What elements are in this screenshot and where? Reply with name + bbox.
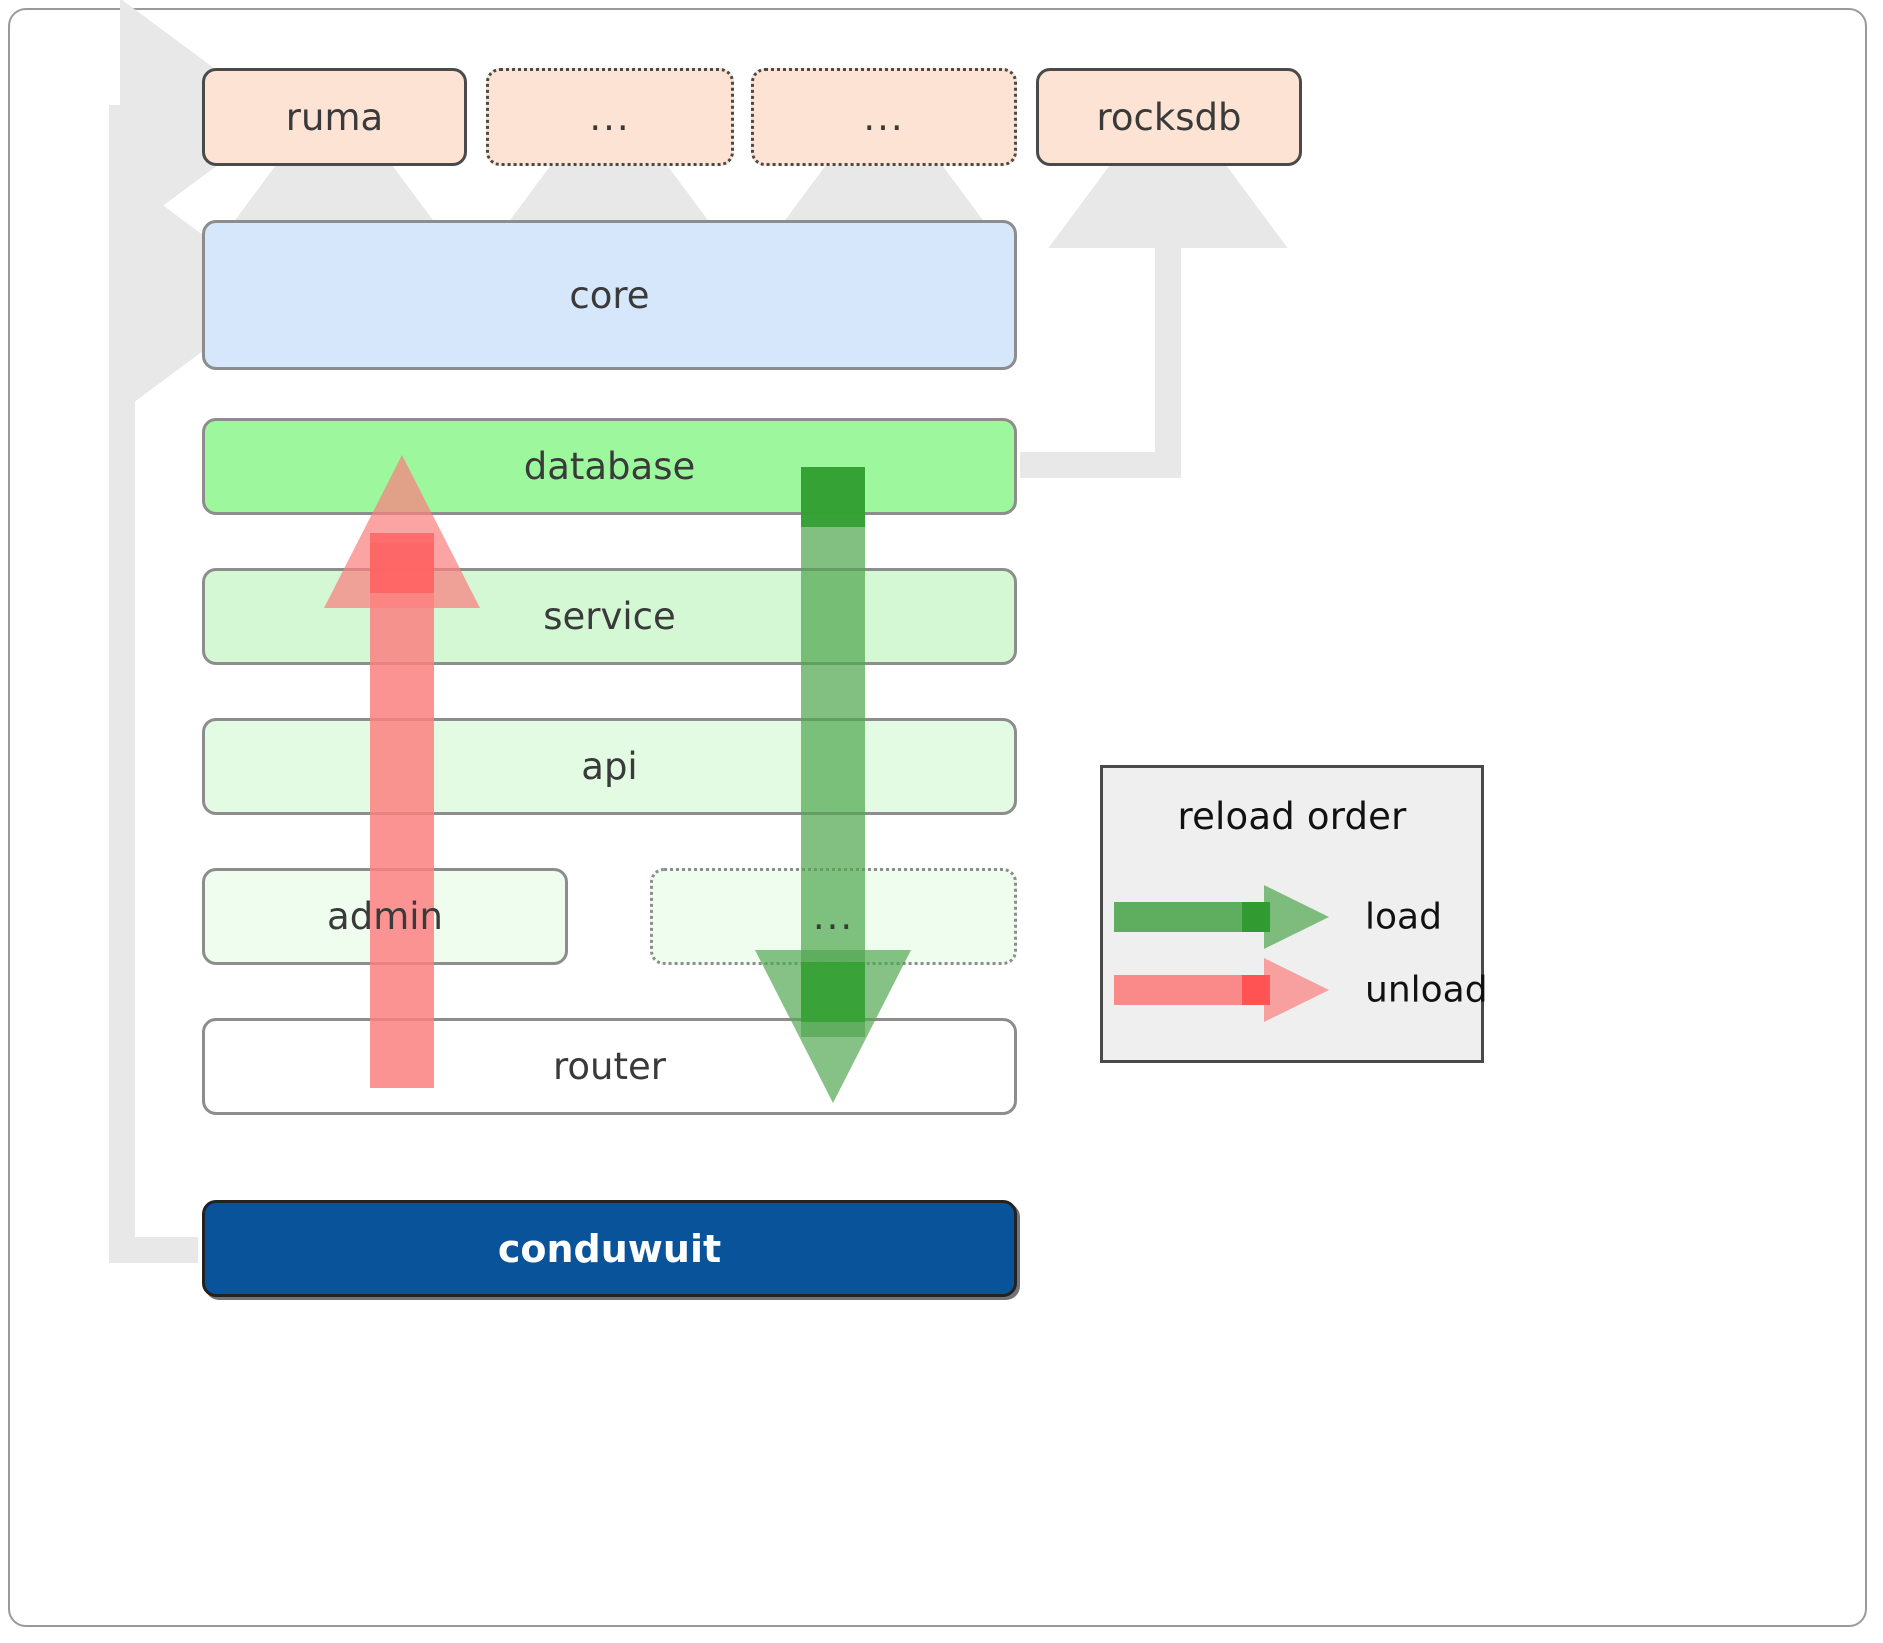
legend-panel: reload order load unload [1100, 765, 1488, 1063]
legend-label-load: load [1365, 896, 1442, 938]
layer-box-more[interactable]: ... [650, 868, 1017, 965]
layer-box-router[interactable]: router [202, 1018, 1017, 1115]
load-arrow-icon [1114, 885, 1329, 949]
layer-box-service[interactable]: service [202, 568, 1017, 665]
layer-label: core [569, 273, 650, 317]
layer-box-api[interactable]: api [202, 718, 1017, 815]
layer-box-admin[interactable]: admin [202, 868, 568, 965]
application-label: conduwuit [497, 1226, 722, 1271]
legend-label-unload: unload [1365, 969, 1488, 1011]
dependency-box-more-1[interactable]: ... [486, 68, 734, 166]
legend-item-load: load [1103, 885, 1481, 949]
application-box-conduwuit[interactable]: conduwuit [202, 1200, 1017, 1297]
layer-label: service [543, 595, 676, 638]
dependency-label: ... [589, 95, 631, 139]
layer-label: admin [327, 895, 443, 938]
dependency-box-more-2[interactable]: ... [751, 68, 1017, 166]
layer-label: ... [812, 895, 855, 938]
legend-item-unload: unload [1103, 958, 1488, 1022]
dependency-box-rocksdb[interactable]: rocksdb [1036, 68, 1302, 166]
unload-arrow-icon [1114, 958, 1329, 1022]
dependency-label: ruma [285, 95, 384, 139]
dependency-label: ... [863, 95, 905, 139]
layer-label: database [523, 445, 696, 488]
layer-box-database[interactable]: database [202, 418, 1017, 515]
layer-box-core[interactable]: core [202, 220, 1017, 370]
dependency-label: rocksdb [1096, 95, 1242, 139]
dependency-box-ruma[interactable]: ruma [202, 68, 467, 166]
legend-title: reload order [1177, 795, 1407, 838]
layer-label: api [581, 745, 638, 788]
layer-label: router [553, 1045, 666, 1088]
